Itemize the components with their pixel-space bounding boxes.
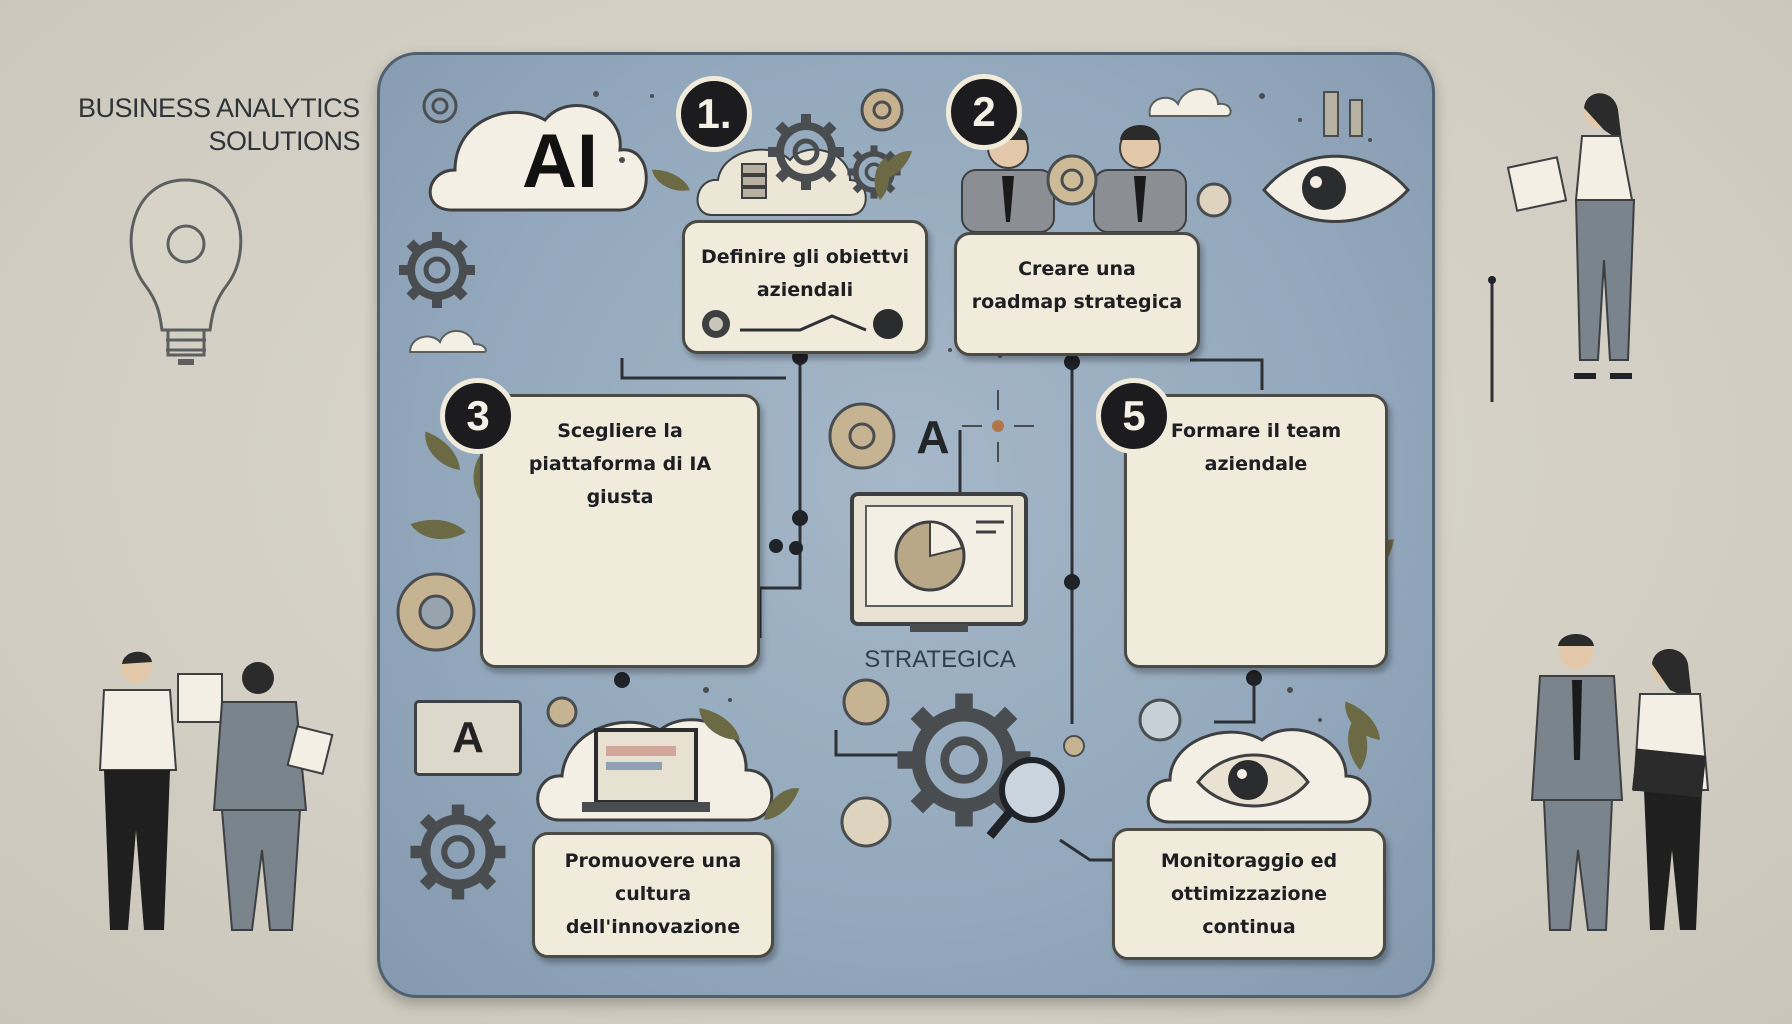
magnifier-icon (986, 757, 1065, 839)
laptop-icon (582, 728, 710, 812)
letter-box: A (414, 700, 522, 776)
monitor-icon (850, 492, 1028, 632)
orbit-icon (422, 88, 458, 124)
ai-cloud-icon (428, 104, 648, 212)
person-icon (1631, 649, 1710, 930)
progress-line-icon (702, 309, 903, 339)
brand-line-1: BUSINESS ANALYTICS (78, 93, 360, 123)
step-title: Definire gli obiettvi aziendali (700, 246, 909, 301)
step-badge-1: 1. (676, 76, 752, 152)
database-icon (741, 163, 767, 199)
step-card-2: Creare una roadmap strategica (954, 232, 1200, 356)
target-icon (1063, 698, 1182, 757)
connector-nodes (614, 276, 1496, 688)
target-icon (396, 572, 476, 652)
step-title: Scegliere la piattaforma di IA giusta (528, 420, 712, 508)
strategica-label: STRATEGICA (864, 646, 1016, 673)
step-card-3: Scegliere la piattaforma di IA giusta (480, 394, 760, 668)
step-title: Formare il team aziendale (1170, 420, 1342, 475)
connector-lines (620, 276, 1494, 862)
person-icon (212, 662, 334, 931)
step-title: Promuovere una cultura dell'innovazione (564, 850, 742, 938)
lightbulb-icon (129, 178, 243, 365)
step-badge-2: 2 (946, 74, 1022, 150)
step-badge-5: 5 (1096, 378, 1172, 454)
cloud-icon (1148, 88, 1232, 117)
step-card-7: Monitoraggio ed ottimizzazione continua (1112, 828, 1386, 960)
step-title: Creare una roadmap strategica (971, 258, 1183, 313)
step-badge-3: 3 (440, 378, 516, 454)
cloud-icon (408, 330, 487, 353)
person-icon (1093, 125, 1187, 233)
token-icon (1196, 182, 1232, 218)
step-title: Monitoraggio ed ottimizzazione continua (1160, 850, 1338, 938)
step-card-5: Formare il team aziendale (1124, 394, 1388, 668)
target-icon (546, 678, 892, 848)
eye-icon (1262, 154, 1410, 223)
center-letter: A (916, 411, 950, 463)
person-icon (98, 651, 223, 930)
brand-line-2: SOLUTIONS (208, 126, 360, 156)
compass-icon (828, 390, 1034, 470)
target-icon (1046, 154, 1098, 206)
step-card-6: Promuovere una cultura dell'innovazione (532, 832, 774, 958)
eye-icon (1196, 753, 1310, 808)
person-icon (1530, 634, 1624, 931)
target-icon (860, 88, 904, 132)
flask-icon (1323, 91, 1363, 137)
person-icon (1506, 93, 1636, 379)
ai-label: AI (522, 119, 598, 204)
brand-title: BUSINESS ANALYTICS SOLUTIONS (70, 92, 361, 158)
